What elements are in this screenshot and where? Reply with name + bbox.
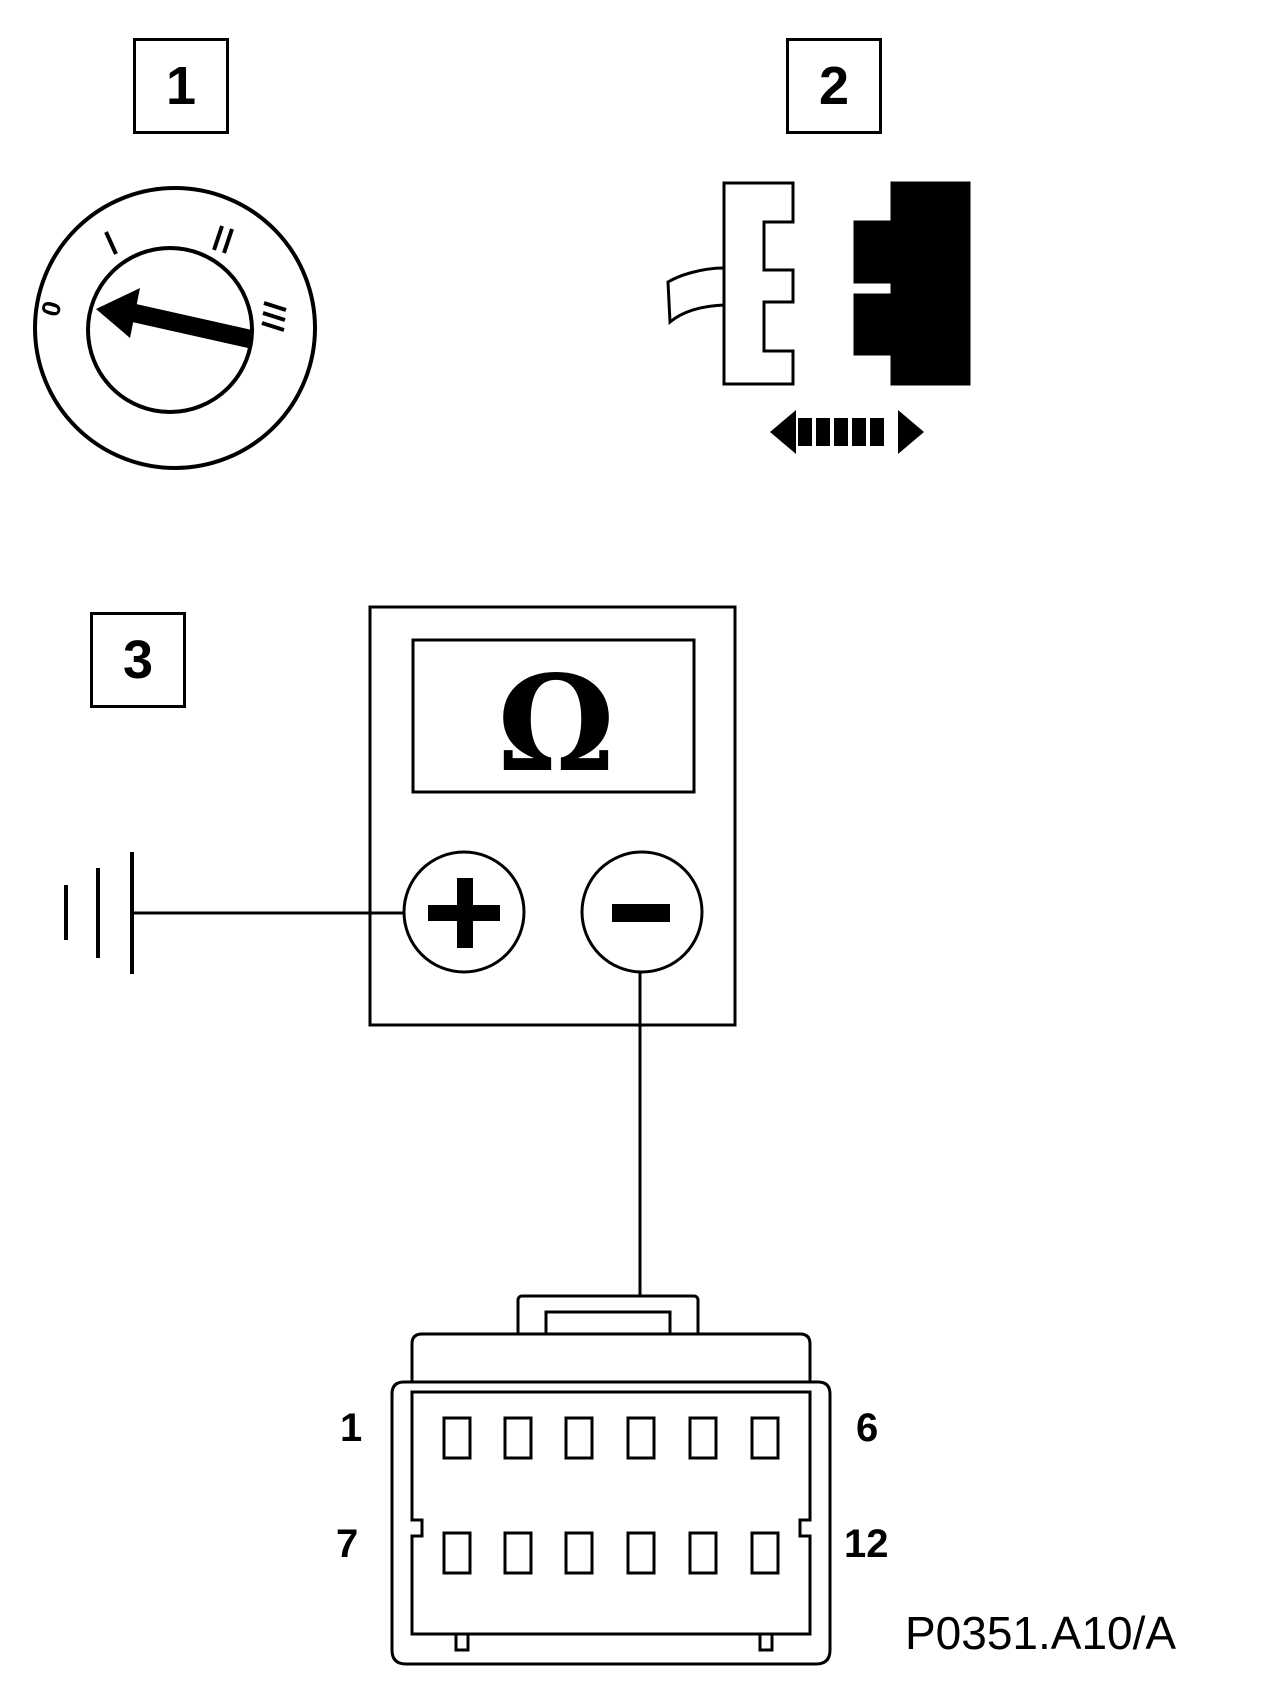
step-2-box: 2 <box>786 38 882 134</box>
connector-pin-3 <box>564 1416 594 1460</box>
ignition-position-I <box>104 231 118 255</box>
double-arrow-icon <box>770 410 924 454</box>
step-1-box: 1 <box>133 38 229 134</box>
ignition-key-icon <box>96 288 252 348</box>
pin-label-7: 7 <box>336 1522 359 1566</box>
connector-male-half <box>853 181 971 386</box>
multimeter: Ω <box>368 605 737 1027</box>
ignition-switch: 0 <box>33 186 317 470</box>
minus-icon <box>612 904 670 922</box>
connector-tab-right <box>758 1632 774 1652</box>
connector-disconnect <box>666 181 971 454</box>
connector-pin-2 <box>503 1416 533 1460</box>
connector-female-half <box>722 181 795 386</box>
cable-tail <box>666 266 725 326</box>
ohm-symbol: Ω <box>497 647 615 802</box>
step-2-number: 2 <box>818 56 850 116</box>
ignition-position-III <box>261 301 287 332</box>
connector-pin-1 <box>442 1416 472 1460</box>
pin-label-12: 12 <box>844 1522 889 1566</box>
plus-icon <box>428 878 500 948</box>
connector-pin-6 <box>750 1416 780 1460</box>
connector-pin-12 <box>750 1531 780 1575</box>
step-3-number: 3 <box>122 630 154 690</box>
multimeter-display <box>411 638 696 794</box>
connector-tab-left <box>454 1632 470 1652</box>
connector-pin-4 <box>626 1416 656 1460</box>
pin-label-6: 6 <box>856 1406 879 1450</box>
step-1-number: 1 <box>165 56 197 116</box>
connector-pin-5 <box>688 1416 718 1460</box>
ignition-position-II <box>212 225 234 254</box>
ground-symbol-icon <box>64 852 134 974</box>
connector-pin-9 <box>564 1531 594 1575</box>
connector-pin-8 <box>503 1531 533 1575</box>
connector-icon <box>390 1294 832 1666</box>
connector-upper-housing <box>410 1332 812 1392</box>
connector-pins <box>442 1416 780 1575</box>
pin-label-1: 1 <box>340 1406 363 1450</box>
connector-pin-10 <box>626 1531 656 1575</box>
figure-reference: P0351.A10/A <box>905 1607 1177 1659</box>
step-3-box: 3 <box>90 612 186 708</box>
connector-pin-11 <box>688 1531 718 1575</box>
connector-inner-frame <box>410 1390 812 1636</box>
connector-pin-7 <box>442 1531 472 1575</box>
